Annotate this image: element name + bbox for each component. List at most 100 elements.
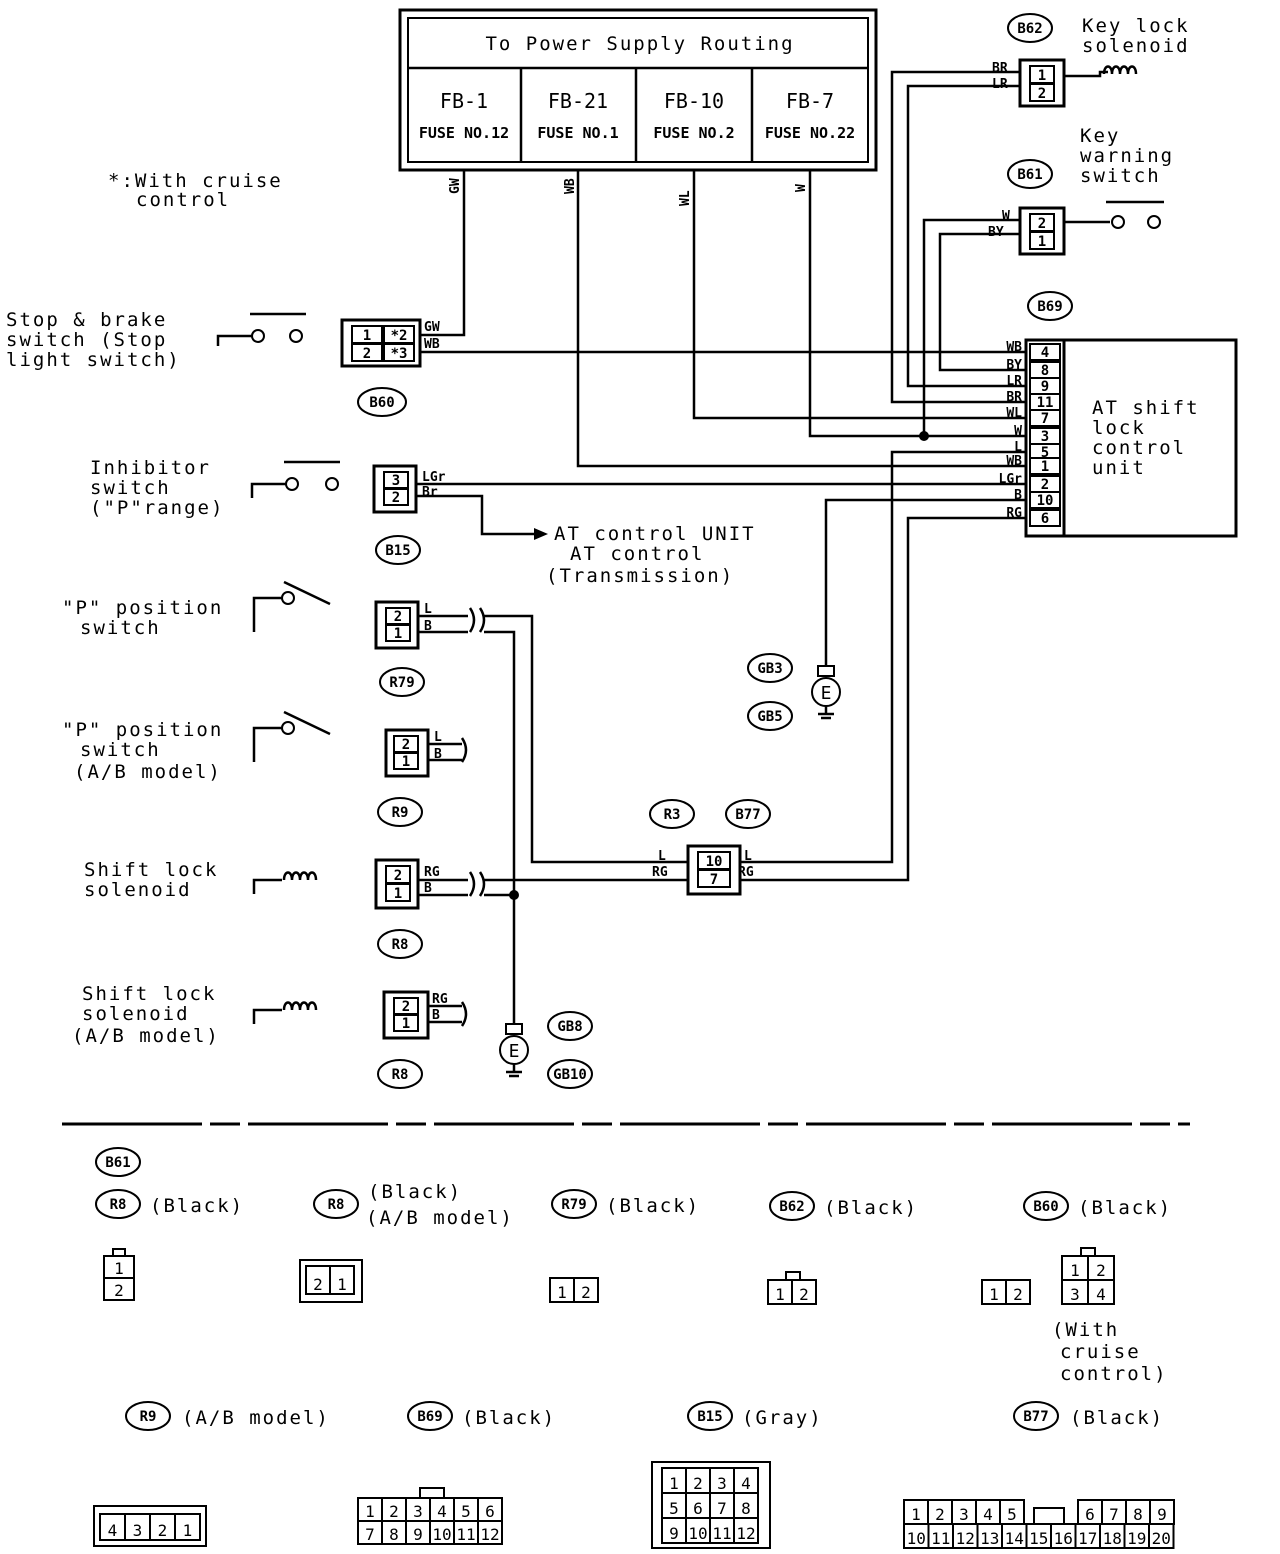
pin-number: 1 — [1041, 459, 1049, 475]
connector-latch — [419, 1487, 445, 1499]
pin-cell — [103, 1277, 135, 1301]
pin-number: 1 — [557, 1283, 567, 1302]
pin-cell — [951, 1499, 977, 1525]
pin-number: 10 — [1037, 493, 1054, 509]
legend-desc: (A/B model) — [366, 1207, 514, 1229]
pin-cell — [709, 1492, 735, 1519]
svg-text:2: 2 — [394, 609, 402, 625]
pin-cell — [981, 1279, 1007, 1305]
pin-cell — [1029, 343, 1061, 361]
svg-text:*:With cruise: *:With cruise — [108, 170, 283, 192]
connector-code: R8 — [110, 1197, 127, 1213]
wire-label: WL — [678, 190, 693, 206]
ground-symbol: E — [509, 1041, 520, 1062]
svg-text:L: L — [424, 602, 432, 617]
pin-wire-label: W — [1014, 424, 1022, 439]
connector-code: B69 — [417, 1409, 442, 1425]
pin-number: 16 — [1054, 1529, 1073, 1548]
inhibitor-switch: Inhibitor switch ("P"range) 3 2 LGr Br B… — [90, 457, 754, 587]
svg-text:10: 10 — [706, 854, 723, 870]
svg-text:W: W — [1002, 209, 1010, 224]
connector-code: B15 — [697, 1409, 722, 1425]
pin-cell — [477, 1520, 503, 1545]
svg-text:2: 2 — [392, 490, 400, 506]
svg-text:GW: GW — [424, 320, 440, 335]
svg-text:lock: lock — [1092, 417, 1146, 439]
pin-number: 5 — [1041, 445, 1049, 461]
svg-text:switch (Stop: switch (Stop — [6, 329, 167, 351]
power-box-title: To Power Supply Routing — [485, 33, 794, 55]
svg-text:Shift lock: Shift lock — [82, 983, 216, 1005]
key-lock-solenoid: 1 2 BR LR B62 Key lock solenoid — [992, 13, 1188, 108]
svg-text:2: 2 — [1038, 86, 1046, 102]
pin-number: 2 — [158, 1521, 168, 1540]
shift-lock-solenoid: Shift lock solenoid 2 1 RG B R8 — [84, 858, 468, 959]
pin-number: 12 — [736, 1524, 755, 1543]
connector-latch — [1080, 1247, 1096, 1257]
svg-text:Br: Br — [422, 485, 438, 500]
connector-code: R8 — [392, 1067, 409, 1083]
connector-code-oval — [95, 1189, 141, 1219]
svg-text:B: B — [432, 1008, 440, 1023]
pin-cell — [1029, 457, 1061, 475]
pin-number: 12 — [956, 1529, 975, 1548]
pin-number: 1 — [911, 1505, 921, 1524]
svg-text:control: control — [136, 189, 230, 211]
pin-cell — [124, 1513, 151, 1541]
ground-symbol: E — [821, 683, 832, 704]
connector-code: R79 — [561, 1197, 586, 1213]
pin-number: 6 — [693, 1499, 703, 1518]
svg-text:2: 2 — [402, 999, 410, 1015]
connector-code: B62 — [779, 1199, 804, 1215]
stop-brake-switch: Stop & brake switch (Stop light switch) … — [6, 309, 440, 417]
svg-text:WB: WB — [424, 337, 440, 352]
pin-number: 2 — [1013, 1285, 1023, 1304]
pin-number: 5 — [669, 1499, 679, 1518]
legend-desc: (Black) — [1078, 1197, 1172, 1219]
connector-code: R9 — [392, 805, 409, 821]
pin-number: 8 — [1041, 363, 1049, 379]
connector-code: B62 — [1017, 21, 1042, 37]
connector-code-oval — [687, 1401, 733, 1431]
pin-cell — [1148, 1523, 1175, 1549]
svg-text:control: control — [1092, 437, 1186, 459]
pin-cell — [733, 1517, 759, 1544]
pin-number: 6 — [1085, 1505, 1095, 1524]
pin-cell — [174, 1513, 201, 1541]
pin-number: 8 — [389, 1525, 399, 1544]
pin-number: 9 — [1157, 1505, 1167, 1524]
svg-text:B: B — [434, 747, 442, 762]
pin-number: 10 — [432, 1525, 451, 1544]
legend-desc: (Gray) — [742, 1407, 823, 1429]
svg-text:Key: Key — [1080, 125, 1120, 147]
svg-text:2: 2 — [1038, 216, 1046, 232]
svg-text:1: 1 — [1038, 68, 1046, 84]
svg-text:RG: RG — [652, 865, 668, 880]
svg-text:2: 2 — [402, 737, 410, 753]
connector-code: R3 — [664, 807, 681, 823]
connector-code-oval — [125, 1401, 171, 1431]
wire-label: W — [794, 184, 809, 192]
pin-number: 1 — [989, 1285, 999, 1304]
pin-number: 9 — [413, 1525, 423, 1544]
svg-text:LR: LR — [992, 77, 1008, 92]
pin-number: 8 — [741, 1499, 751, 1518]
pin-number: 7 — [717, 1499, 727, 1518]
pin-number: 10 — [688, 1524, 707, 1543]
svg-text:7: 7 — [710, 872, 718, 888]
pin-cell — [685, 1492, 711, 1519]
connector-code: R9 — [140, 1409, 157, 1425]
legend-note: cruise — [1060, 1341, 1141, 1363]
svg-text:Inhibitor: Inhibitor — [90, 457, 211, 479]
pin-cell — [661, 1492, 687, 1519]
svg-text:2: 2 — [363, 346, 371, 362]
wire-label: GW — [448, 178, 463, 194]
pin-number: 12 — [480, 1525, 499, 1544]
svg-text:BY: BY — [988, 225, 1004, 240]
connector-code-oval — [769, 1191, 815, 1221]
pin-number: 6 — [1041, 511, 1049, 527]
connector-code: B77 — [1023, 1409, 1048, 1425]
pin-wire-label: RG — [1006, 506, 1022, 521]
pin-cell — [1001, 1523, 1028, 1549]
fuse-block-label: FB-7 — [786, 89, 834, 113]
